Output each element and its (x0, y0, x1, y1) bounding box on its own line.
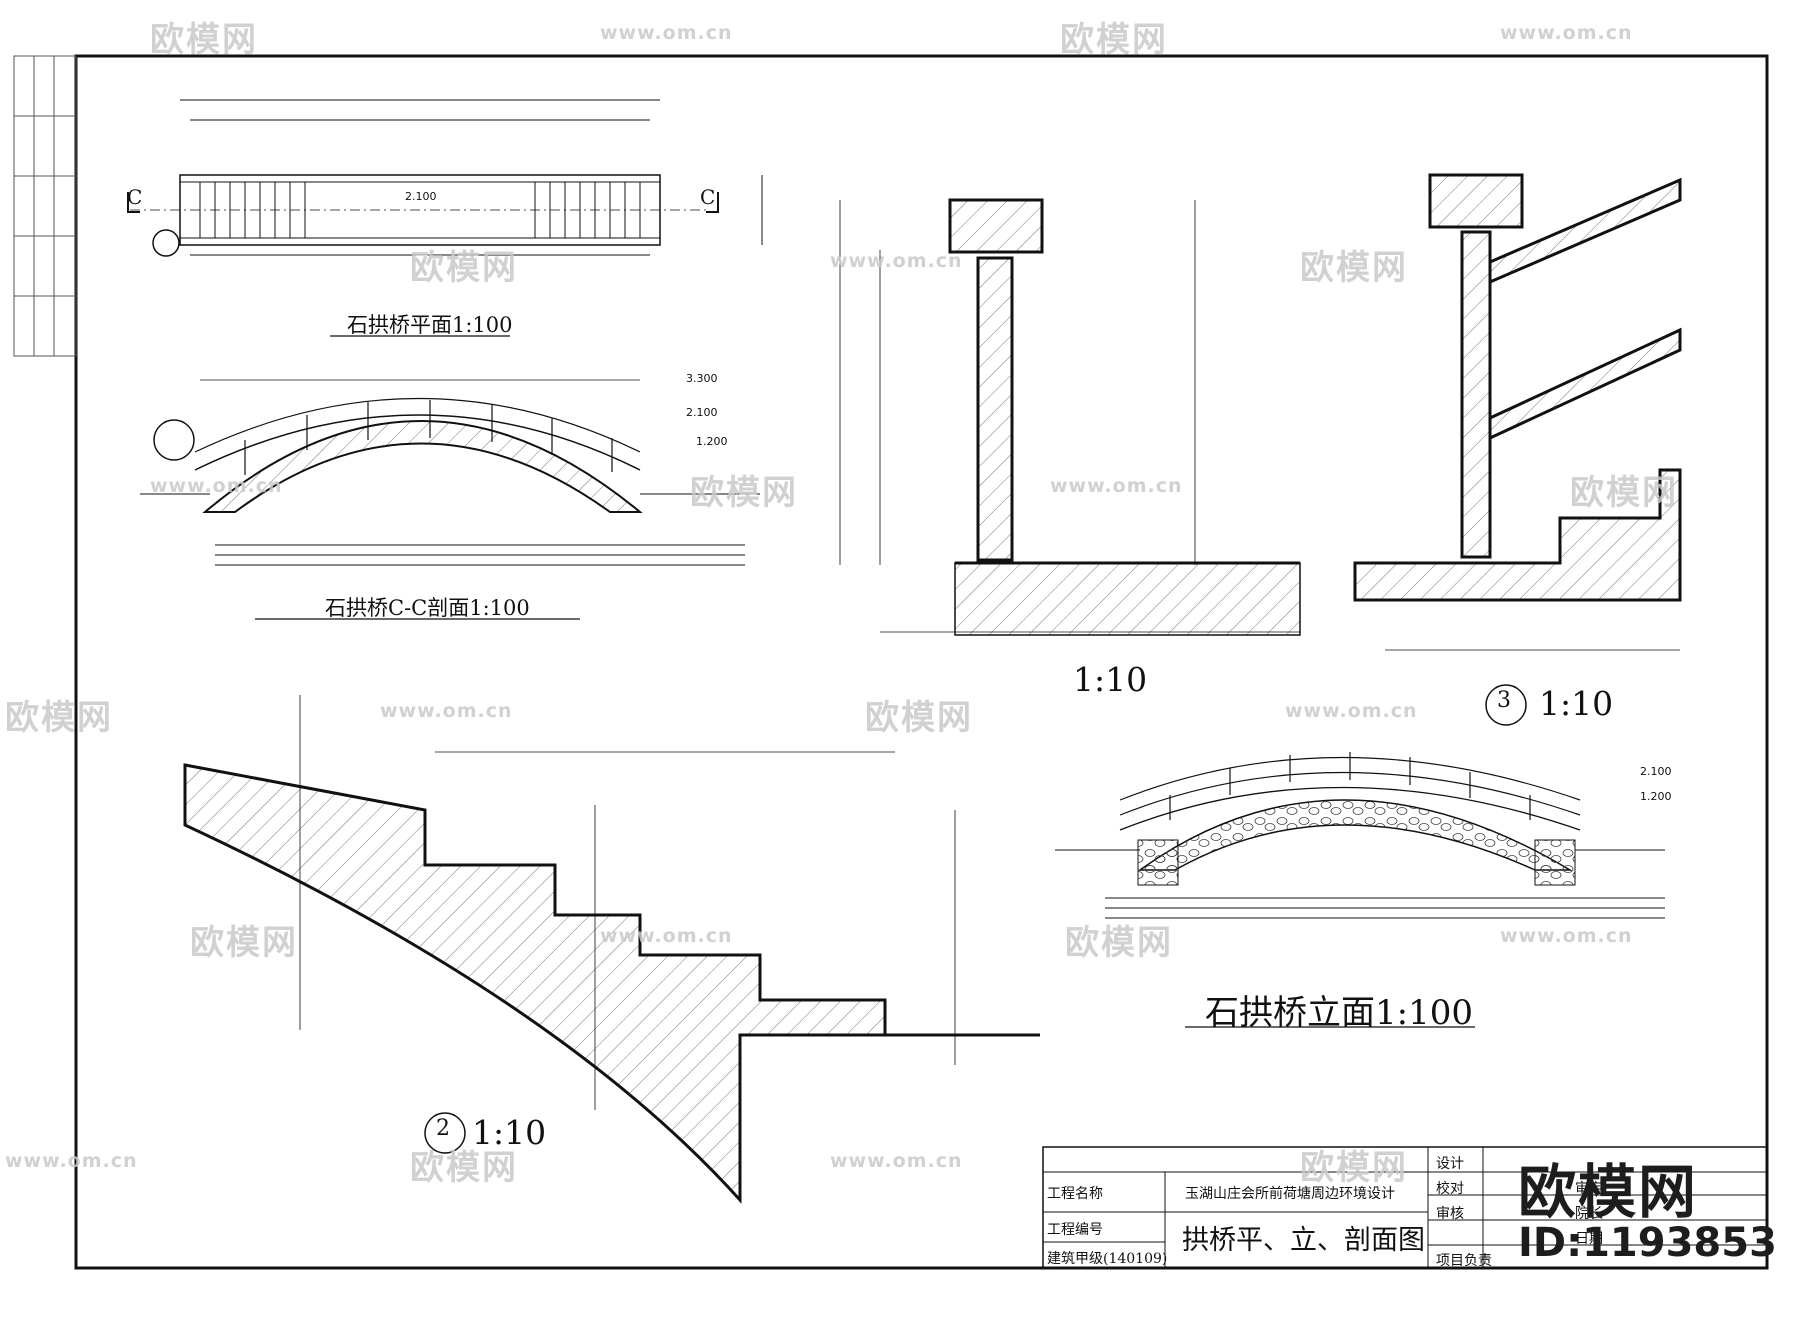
watermark-brand: 欧模网 (865, 698, 973, 738)
plan-title: 石拱桥平面1:100 (347, 313, 513, 337)
watermark-url: www.om.cn (380, 700, 513, 722)
watermark-brand: 欧模网 (1300, 248, 1408, 288)
watermark-url: www.om.cn (1500, 22, 1633, 44)
role-design: 设计 (1436, 1156, 1464, 1172)
watermark-url: www.om.cn (1500, 925, 1633, 947)
plan-dimension: 2.100 (405, 190, 437, 203)
section-level: 3.300 (686, 372, 718, 385)
bridge-plan (127, 99, 763, 257)
watermark-brand: 欧模网 (150, 20, 258, 60)
watermark-brand: 欧模网 (1570, 473, 1678, 513)
detail-marker-2: 2 (436, 1116, 450, 1141)
watermark-url: www.om.cn (1285, 700, 1418, 722)
watermark-url: www.om.cn (830, 250, 963, 272)
side-role: 日期 (1575, 1231, 1603, 1247)
railing-detail-post (839, 198, 1301, 636)
side-role: 院长 (1575, 1206, 1603, 1222)
elevation-level: 1.200 (1640, 790, 1672, 803)
section-title: 石拱桥C-C剖面1:100 (325, 596, 530, 620)
project-label: 工程名称 (1047, 1186, 1103, 1202)
phase-label: 建筑甲级(140109) (1047, 1251, 1168, 1267)
watermark-brand: 欧模网 (5, 698, 113, 738)
side-role: 审定 (1575, 1181, 1603, 1197)
section-level: 2.100 (686, 406, 718, 419)
watermark-url: www.om.cn (830, 1150, 963, 1172)
watermark-url: www.om.cn (1050, 475, 1183, 497)
watermark-url: www.om.cn (600, 925, 733, 947)
section-level: 1.200 (696, 435, 728, 448)
role-check: 校对 (1436, 1181, 1464, 1197)
detail-marker-3: 3 (1497, 688, 1511, 713)
number-label: 工程编号 (1047, 1222, 1103, 1238)
project-name: 玉湖山庄会所前荷塘周边环境设计 (1185, 1186, 1395, 1202)
model-id: ID:1193853 (1518, 1220, 1777, 1266)
watermark-url: www.om.cn (600, 22, 733, 44)
watermark-brand: 欧模网 (1065, 923, 1173, 963)
watermark-brand: 欧模网 (1060, 20, 1168, 60)
bridge-elevation (1055, 684, 1665, 919)
title-block (1042, 1146, 1768, 1269)
drawing-name: 拱桥平、立、剖面图 (1182, 1225, 1425, 1256)
section-marker-right: C (700, 185, 716, 209)
detail-scale: 1:10 (472, 1113, 547, 1152)
brand-logo: 欧模网 (1518, 1158, 1699, 1226)
detail-scale: 1:10 (1073, 660, 1148, 699)
bridge-section (140, 379, 760, 566)
watermark-brand: 欧模网 (690, 473, 798, 513)
watermark-brand: 欧模网 (190, 923, 298, 963)
role-project-lead: 项目负责 (1436, 1253, 1492, 1269)
elevation-level: 2.100 (1640, 765, 1672, 778)
role-review: 审核 (1436, 1206, 1464, 1222)
margin-strip (13, 55, 77, 357)
watermark-brand: 欧模网 (1300, 1148, 1408, 1188)
watermark-brand: 欧模网 (410, 1148, 518, 1188)
detail-scale: 1:10 (1539, 684, 1614, 723)
watermark-url: www.om.cn (150, 475, 283, 497)
section-marker-left: C (127, 185, 143, 209)
railing-detail-junction (1353, 173, 1682, 651)
watermark-url: www.om.cn (5, 1150, 138, 1172)
elevation-title: 石拱桥立面1:100 (1205, 993, 1473, 1033)
sheet-border (74, 54, 1769, 1270)
step-detail (183, 695, 1040, 1204)
watermark-brand: 欧模网 (410, 248, 518, 288)
